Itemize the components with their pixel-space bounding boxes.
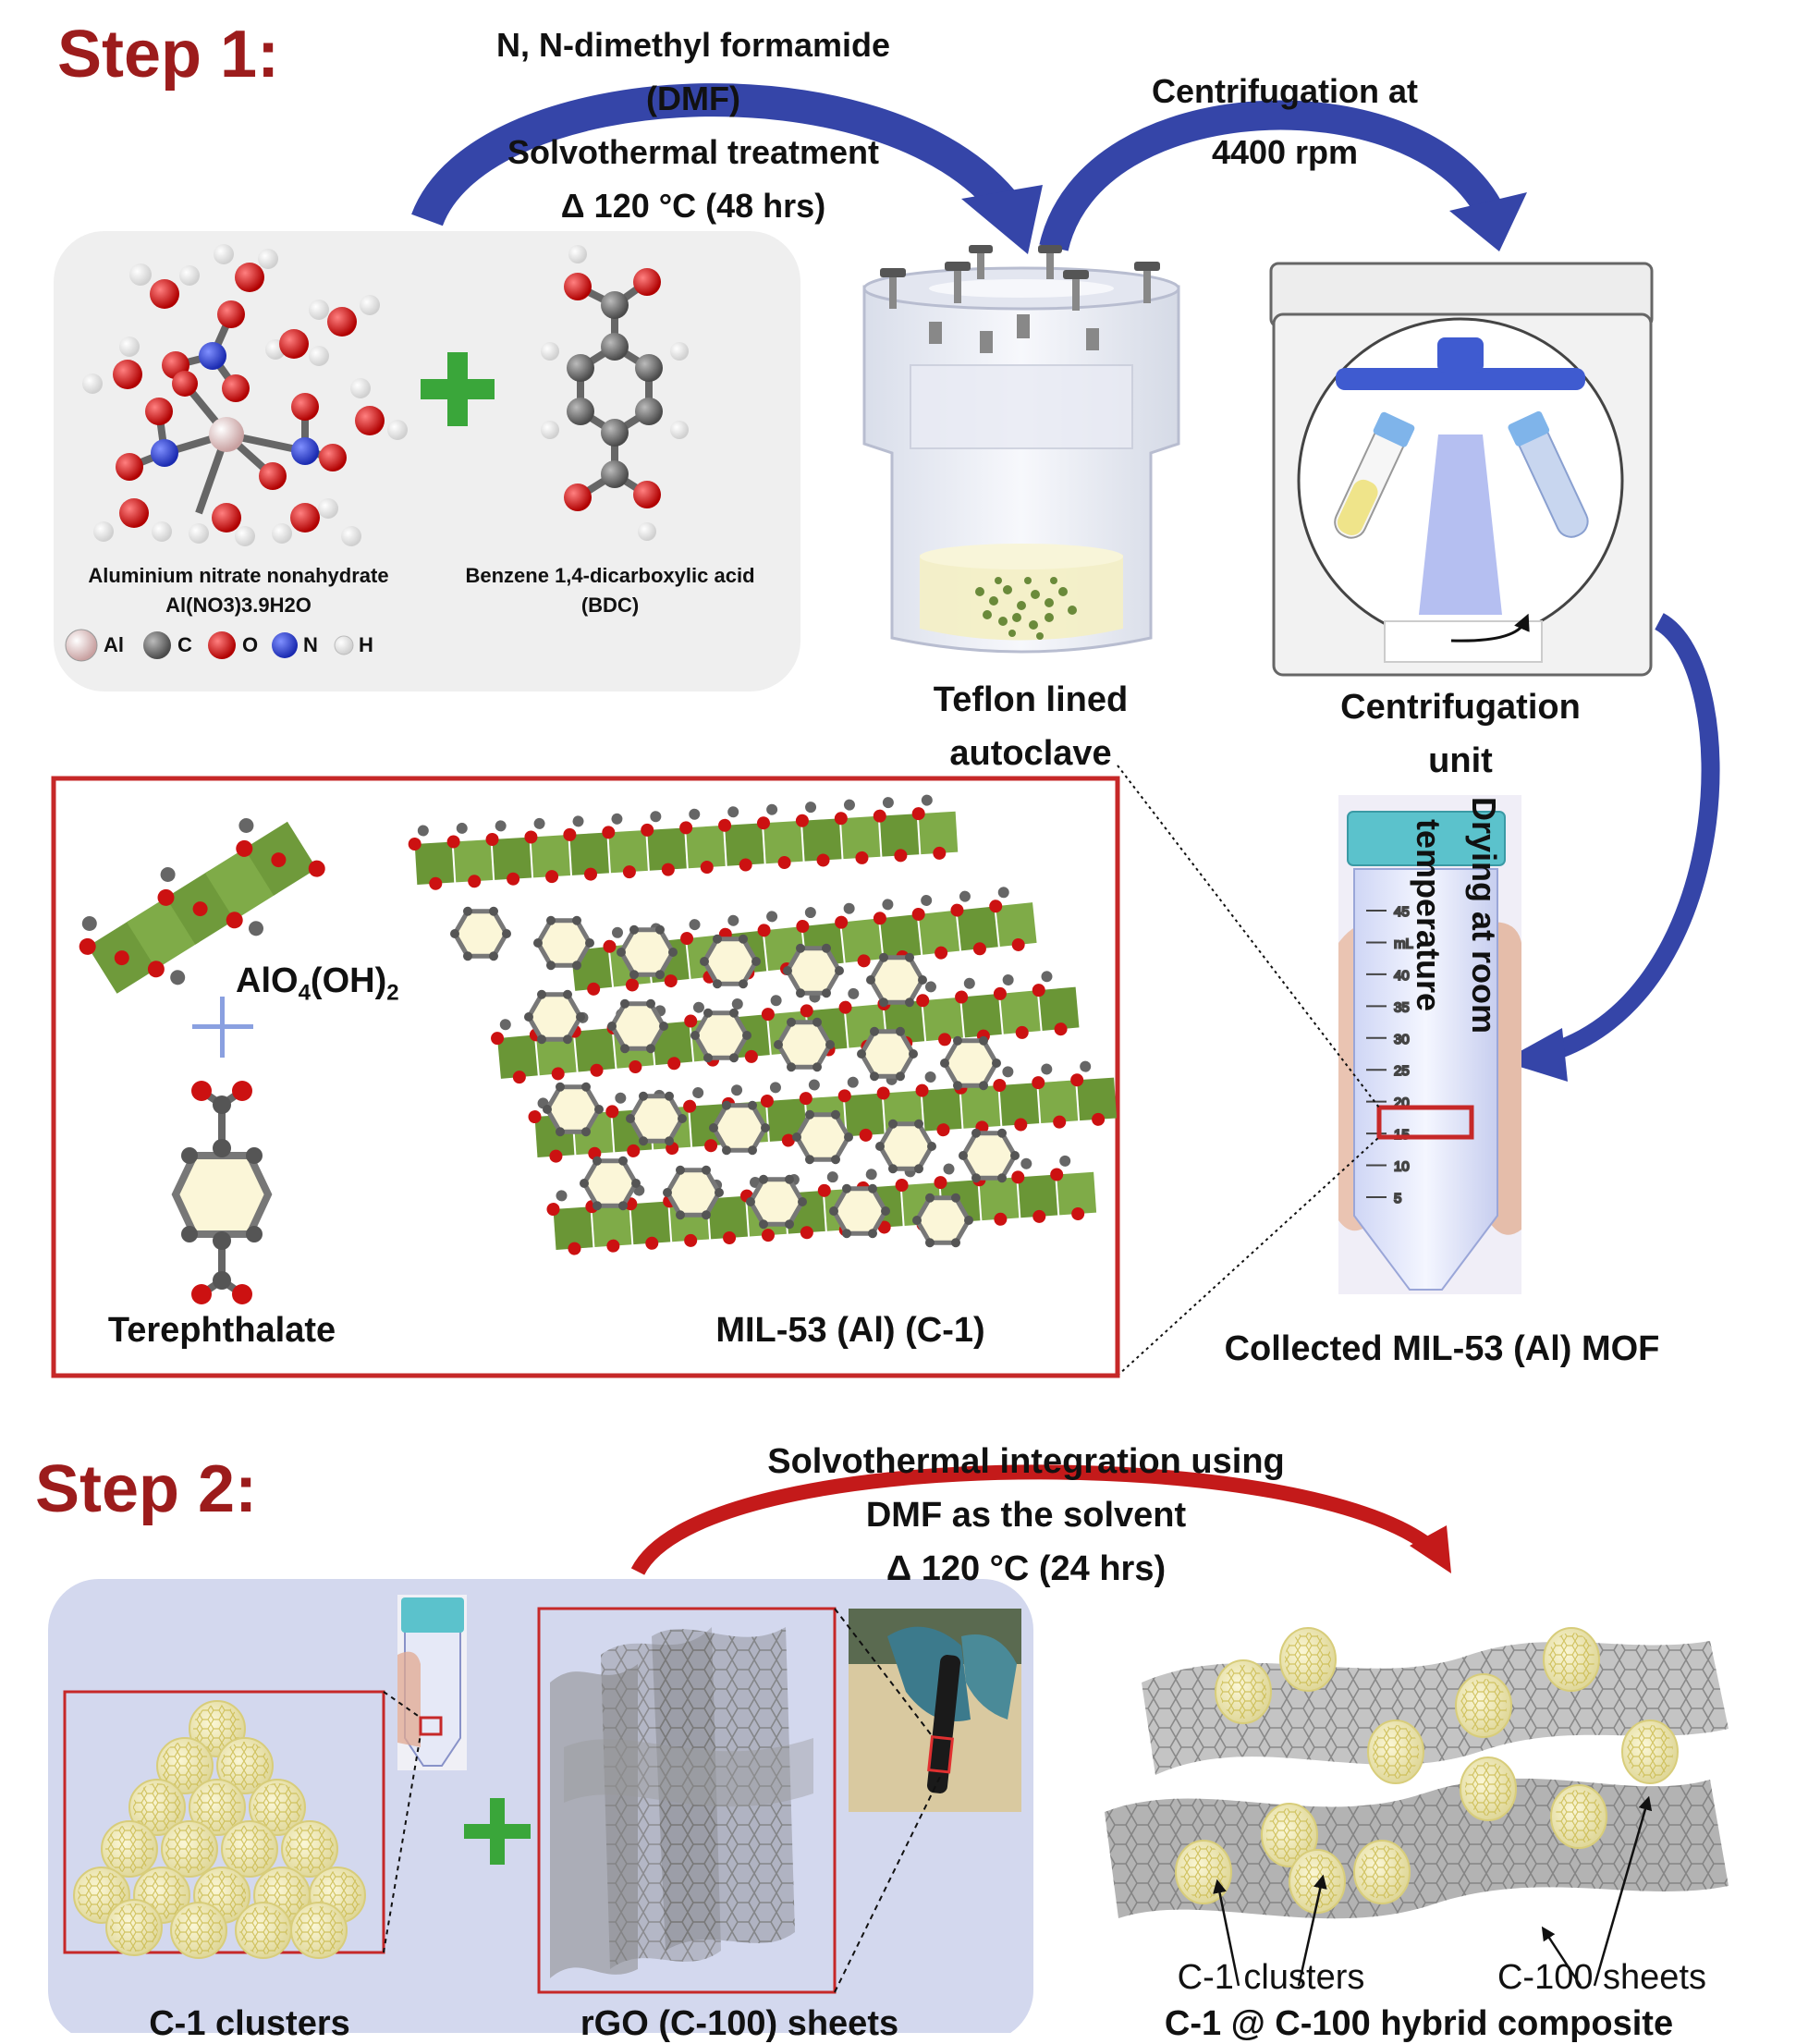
callout-c1-clusters: C-1 clusters — [1177, 1958, 1365, 1997]
tube-scale-label: 25 — [1394, 1063, 1410, 1079]
step1-title: Step 1: — [57, 18, 280, 92]
tube-scale-label: 40 — [1394, 968, 1410, 984]
zoom-line — [1117, 1136, 1380, 1377]
callout-c100-sheets: C-100 sheets — [1497, 1958, 1706, 1997]
zoom-line — [834, 1608, 935, 1739]
arrow-solvothermal — [411, 83, 1043, 254]
arrow-centrifugation — [1039, 100, 1527, 252]
nitrate-atoms — [116, 300, 347, 490]
centrifuge-unit — [1269, 262, 1654, 677]
plus-icon — [421, 352, 495, 426]
arrow-integration — [630, 1464, 1451, 1575]
tube-scale-label: mL — [1394, 936, 1413, 951]
precursor2-name: Benzene 1,4-dicarboxylic acid — [465, 564, 755, 587]
bdc-molecule — [541, 245, 689, 541]
atom-legend — [65, 629, 354, 662]
tube-scale-label: 30 — [1394, 1032, 1410, 1047]
centrifuge-label: Centrifugation unit — [1340, 688, 1581, 780]
hybrid-composite-label: C-1 @ C-100 hybrid composite — [1164, 2004, 1674, 2043]
sample-photo — [849, 1609, 1021, 1812]
water-molecules — [82, 244, 408, 546]
plus-icon — [192, 997, 253, 1058]
tube-scale-label: 35 — [1394, 999, 1410, 1015]
rgo-sheets-label: rGO (C-100) sheets — [580, 2004, 899, 2043]
arrow-centrifugation-label: Centrifugation at 4400 rpm — [1152, 72, 1418, 171]
tube-photo-small — [397, 1595, 467, 1770]
mil53-framework — [408, 794, 1118, 1255]
autoclave-label: Teflon lined autoclave — [933, 680, 1129, 773]
legend-al-label: Al — [104, 633, 124, 656]
rgo-sheets — [550, 1627, 813, 1978]
legend-h-label: H — [359, 633, 373, 656]
arrow-drying — [1502, 613, 1720, 1082]
precursor1-name: Aluminium nitrate nonahydrate — [88, 564, 389, 587]
integration-arrow-label: Solvothermal integration using DMF as th… — [767, 1442, 1285, 1588]
c1-clusters-label: C-1 clusters — [149, 2004, 350, 2043]
legend-n-label: N — [303, 633, 318, 656]
zoom-line — [1117, 765, 1380, 1108]
alo4-node-chain — [79, 818, 325, 994]
hybrid-composite — [1105, 1627, 1729, 1987]
precursor2-abbr: (BDC) — [580, 594, 640, 617]
zoom-line — [383, 1691, 422, 1719]
c1-cluster-pile — [73, 1700, 366, 1959]
plus-icon — [464, 1798, 531, 1865]
rgo-frame — [537, 1607, 837, 1994]
legend-c-label: C — [177, 633, 192, 656]
tube-scale-label: 5 — [1394, 1191, 1401, 1206]
arrow-solvothermal-label: N, N-dimethyl formamide (DMF) Solvotherm… — [495, 26, 891, 225]
legend-o-label: O — [242, 633, 259, 656]
step2-title: Step 2: — [35, 1452, 258, 1526]
teflon-autoclave — [862, 245, 1180, 654]
terephthalate-label: Terephthalate — [107, 1311, 336, 1350]
tube-scale-label: 10 — [1394, 1159, 1410, 1175]
tube-scale-label: 45 — [1394, 904, 1410, 920]
mil53-label: MIL-53 (Al) (C-1) — [715, 1311, 985, 1350]
precursor1-formula: Al(NO3)3.9H2O — [165, 594, 312, 617]
collected-mof-label: Collected MIL-53 (Al) MOF — [1224, 1329, 1660, 1368]
clusters-frame — [63, 1690, 385, 1954]
alo4-label: AlO4(OH)2 — [236, 961, 399, 1006]
terephthalate-linker — [171, 1081, 273, 1304]
